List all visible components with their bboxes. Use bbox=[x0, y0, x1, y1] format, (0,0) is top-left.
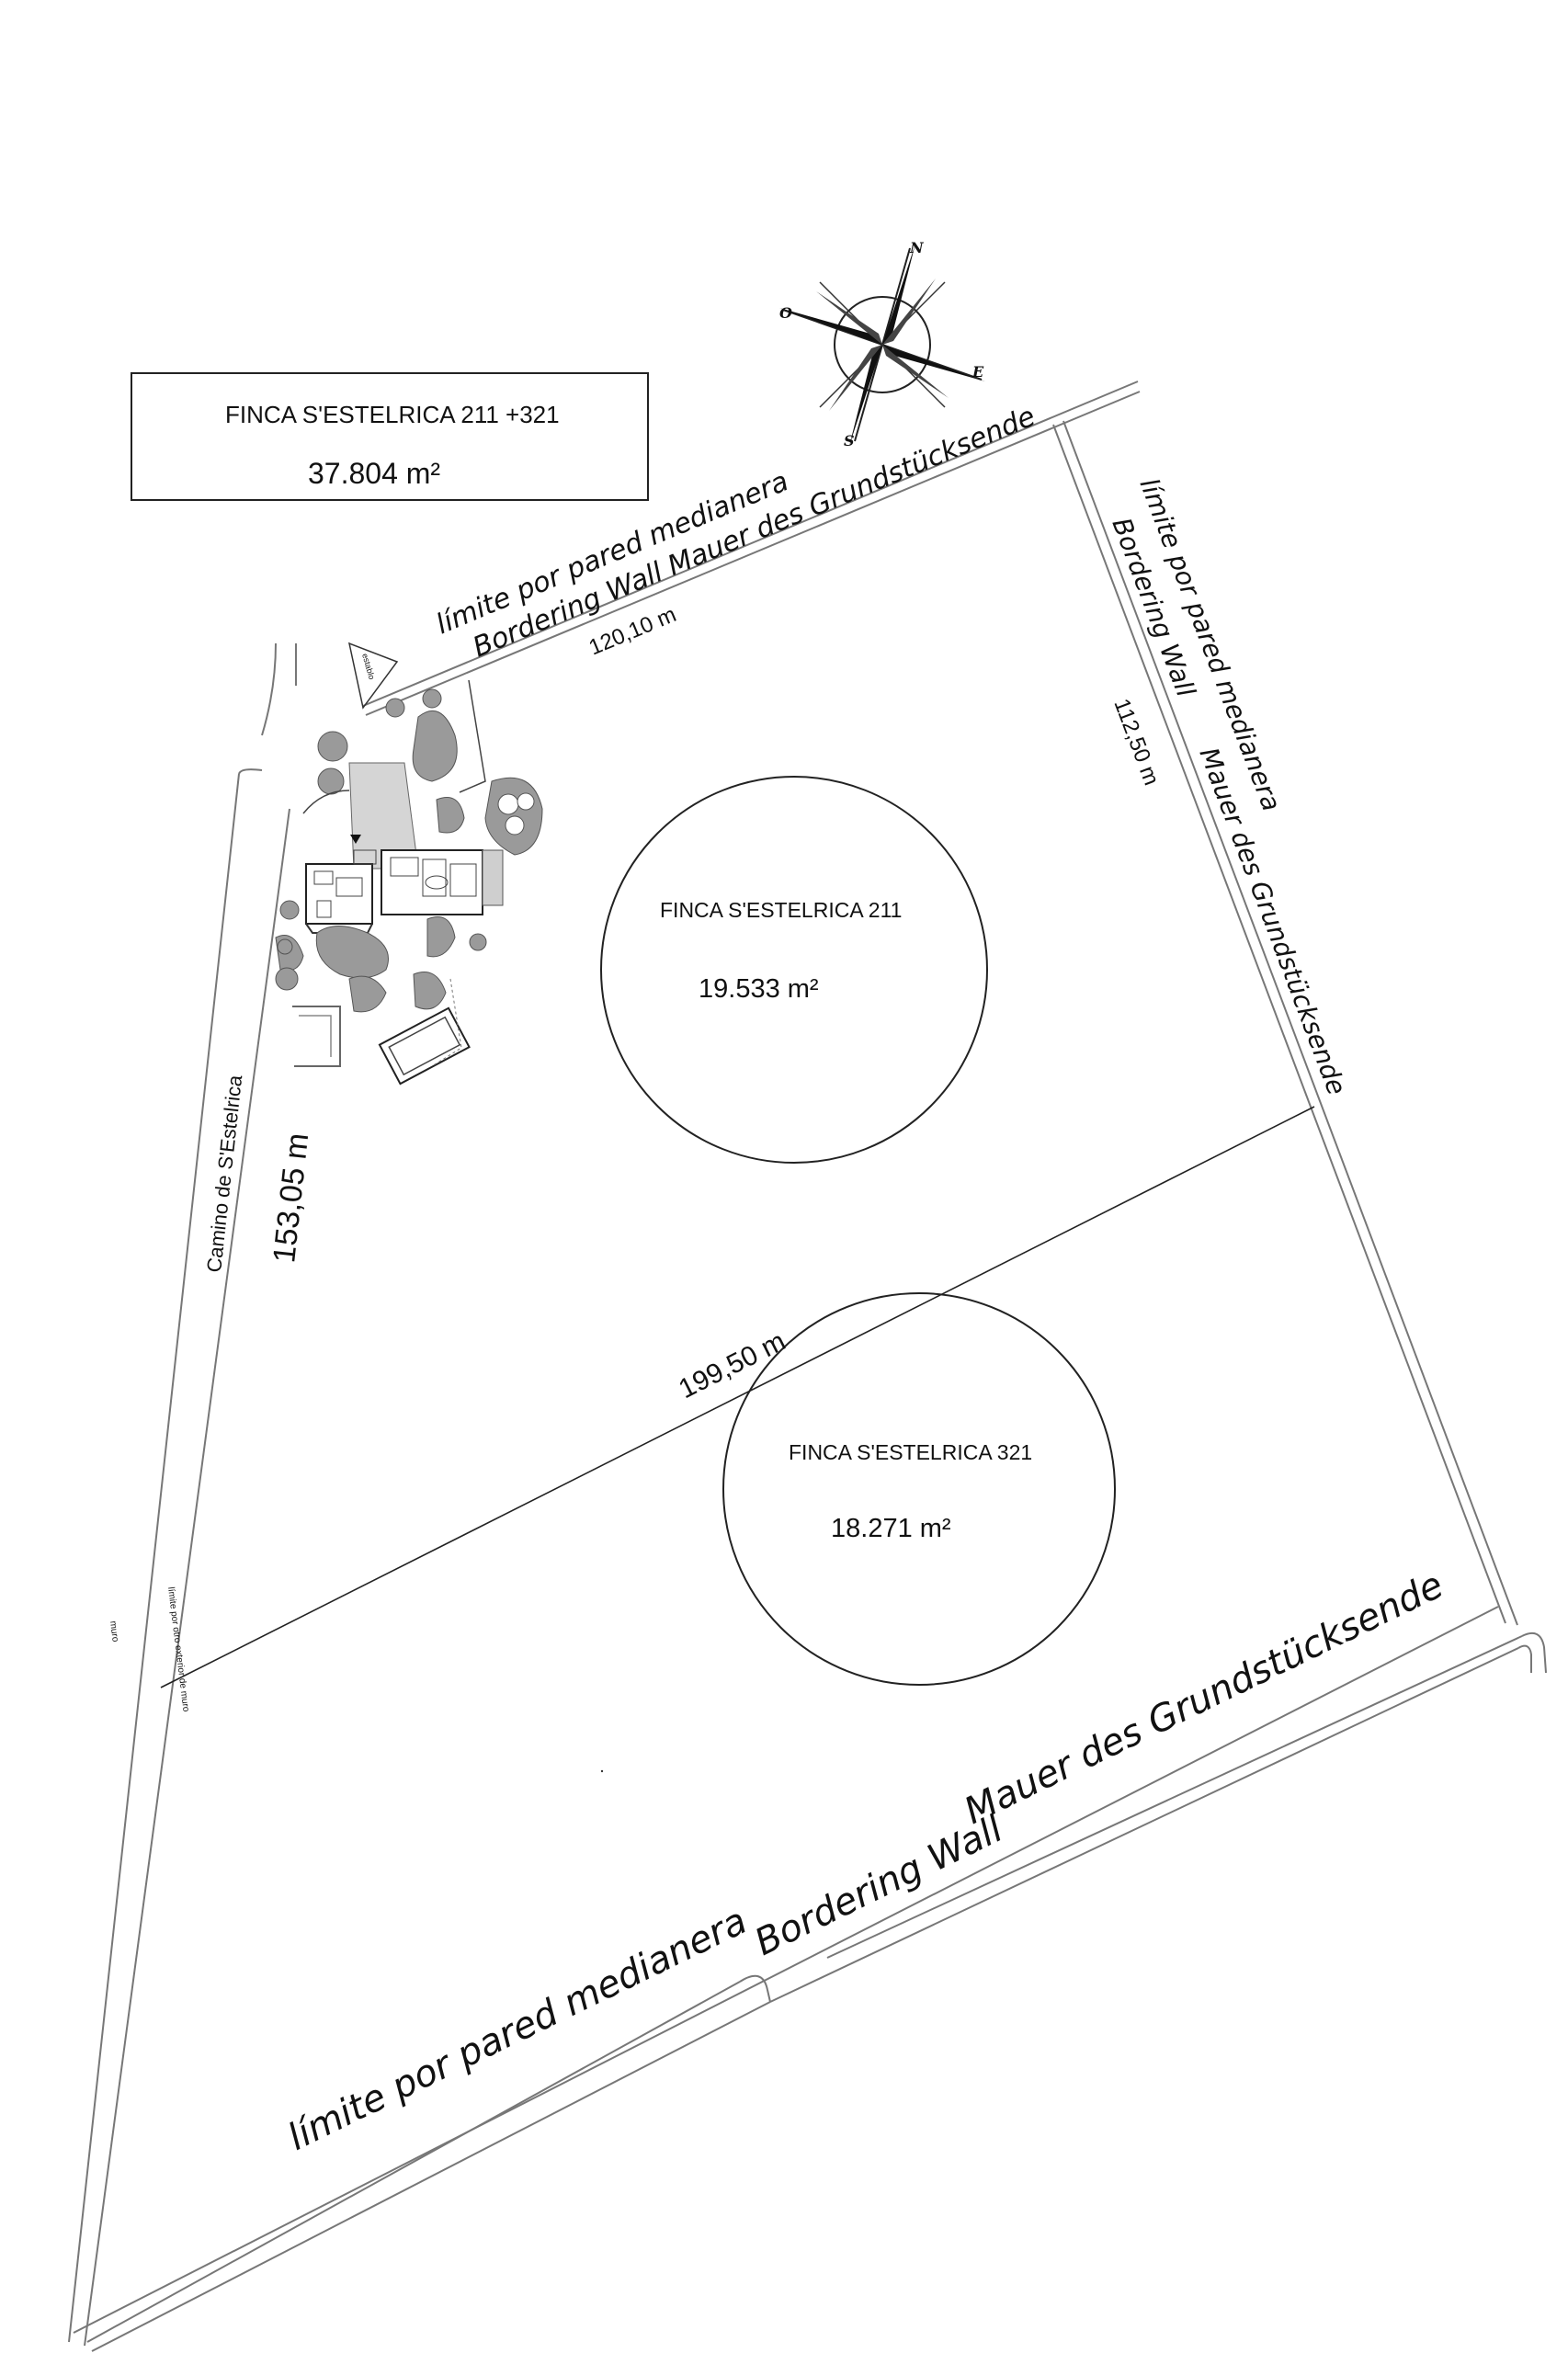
compass-nw-needle bbox=[816, 291, 882, 345]
annex-room-3 bbox=[316, 900, 332, 918]
compass-west-letter: O bbox=[779, 304, 792, 322]
tree-entrance-3 bbox=[385, 698, 405, 718]
tree-cluster-2b bbox=[517, 792, 535, 811]
north-arrow-marker bbox=[350, 835, 361, 844]
building-complex: establo bbox=[275, 642, 543, 1086]
south-wall-lower bbox=[91, 2001, 771, 2352]
parcel-321-name: FINCA S'ESTELRICA 321 bbox=[789, 1440, 1032, 1464]
pool-surround bbox=[431, 978, 462, 1067]
south-wall-gate-curve bbox=[739, 1974, 771, 2003]
north-wall-outer bbox=[362, 381, 1139, 707]
access-road-curve-1 bbox=[261, 642, 277, 736]
south-east-corner-curve-outer bbox=[1521, 1632, 1547, 1674]
west-road-top-curve bbox=[238, 768, 263, 775]
tree-entrance-1 bbox=[317, 731, 348, 762]
main-house bbox=[381, 849, 483, 915]
tree-road-3 bbox=[277, 938, 293, 955]
east-wall-outer bbox=[1052, 424, 1506, 1624]
compass-north-needle bbox=[882, 244, 915, 345]
side-enclosure-inner bbox=[299, 1015, 332, 1057]
vegetation-cluster-4 bbox=[315, 926, 389, 979]
summary-box: FINCA S'ESTELRICA 211 +321 37.804 m² bbox=[131, 372, 649, 501]
south-wall-label-german: Mauer des Grundstücksende bbox=[958, 1563, 1449, 1833]
house-room-1 bbox=[390, 857, 419, 877]
tree-road-1 bbox=[275, 967, 299, 991]
house-room-3 bbox=[449, 863, 477, 897]
compass-south-needle bbox=[849, 345, 882, 446]
south-wall-parallel bbox=[826, 1635, 1523, 1959]
compass-se-needle bbox=[882, 345, 949, 398]
entrance-arc bbox=[302, 790, 350, 814]
muro-note: muro bbox=[108, 1620, 120, 1643]
garden-perimeter bbox=[459, 679, 486, 793]
south-wall-label-english: Bordering Wall bbox=[748, 1808, 1009, 1964]
vegetation-cluster-8 bbox=[413, 972, 447, 1010]
compass-ring bbox=[834, 296, 931, 393]
north-wall-inner bbox=[365, 391, 1141, 716]
boundary-walls bbox=[68, 381, 1547, 2352]
annex-room-1 bbox=[313, 870, 334, 885]
house-terrace bbox=[482, 849, 504, 906]
compass-ne-needle bbox=[882, 278, 936, 345]
compass-rose: N S E O bbox=[779, 239, 985, 449]
parcel-321-circle bbox=[722, 1292, 1116, 1686]
dimension-east-wall: 112,50 m bbox=[1108, 696, 1164, 789]
south-wall-inner bbox=[73, 1606, 1499, 2334]
annex-porch bbox=[353, 849, 377, 865]
compass-east-letter: E bbox=[971, 363, 984, 381]
parcel-211-area: 19.533 m² bbox=[699, 974, 819, 1004]
south-east-corner-curve bbox=[1517, 1644, 1532, 1673]
house-room-2 bbox=[422, 858, 447, 897]
side-enclosure bbox=[292, 1006, 341, 1067]
tree-entrance-2 bbox=[317, 767, 345, 795]
west-road-inner bbox=[84, 808, 290, 2347]
east-wall-inner bbox=[1062, 420, 1518, 1626]
parcel-211: FINCA S'ESTELRICA 211 19.533 m² bbox=[600, 776, 988, 1164]
parcel-211-name: FINCA S'ESTELRICA 211 bbox=[660, 898, 902, 922]
parcel-321: FINCA S'ESTELRICA 321 18.271 m² bbox=[722, 1292, 1116, 1686]
tree-cluster-2c bbox=[505, 815, 525, 835]
tree-east-1 bbox=[469, 933, 487, 951]
compass-north-letter: N bbox=[909, 239, 925, 256]
vegetation-cluster-1 bbox=[412, 710, 458, 782]
annex-room-2 bbox=[335, 877, 363, 897]
shed-triangle bbox=[347, 642, 399, 710]
dimension-diagonal: 199,50 m bbox=[674, 1326, 790, 1405]
west-road-outer bbox=[68, 773, 240, 2343]
dimension-west-road: 153,05 m bbox=[267, 1131, 315, 1265]
summary-title: FINCA S'ESTELRICA 211 +321 bbox=[225, 401, 560, 428]
summary-box-frame bbox=[131, 372, 649, 501]
tree-road-2 bbox=[279, 900, 300, 920]
tree-cluster-2a bbox=[497, 793, 519, 815]
south-wall-label-spanish: límite por pared medianera bbox=[281, 1900, 754, 2159]
compass-south-letter: S bbox=[844, 432, 855, 449]
vegetation-cluster-7 bbox=[348, 975, 387, 1013]
pool-outer bbox=[378, 1006, 471, 1086]
compass-sw-needle bbox=[829, 345, 882, 411]
pool-inner bbox=[388, 1016, 461, 1076]
vegetation-cluster-3 bbox=[436, 797, 465, 834]
west-wall-note: límite por otro exterior de muro bbox=[165, 1586, 191, 1712]
parcel-321-area: 18.271 m² bbox=[831, 1514, 951, 1543]
summary-area: 37.804 m² bbox=[308, 457, 440, 490]
parcel-211-circle bbox=[600, 776, 988, 1164]
south-wall-east-segment bbox=[769, 1647, 1519, 2003]
compass-east-needle bbox=[882, 345, 985, 381]
shed-label: establo bbox=[360, 653, 377, 681]
tree-entrance-4 bbox=[422, 688, 442, 709]
south-wall-west-segment bbox=[86, 1981, 741, 2343]
house-table bbox=[425, 875, 449, 890]
survey-point bbox=[600, 1769, 604, 1773]
swimming-pool bbox=[378, 1006, 471, 1086]
parcel-divider-line bbox=[160, 1106, 1315, 1688]
compass-west-needle bbox=[779, 308, 882, 345]
vegetation-cluster-6 bbox=[426, 916, 456, 958]
